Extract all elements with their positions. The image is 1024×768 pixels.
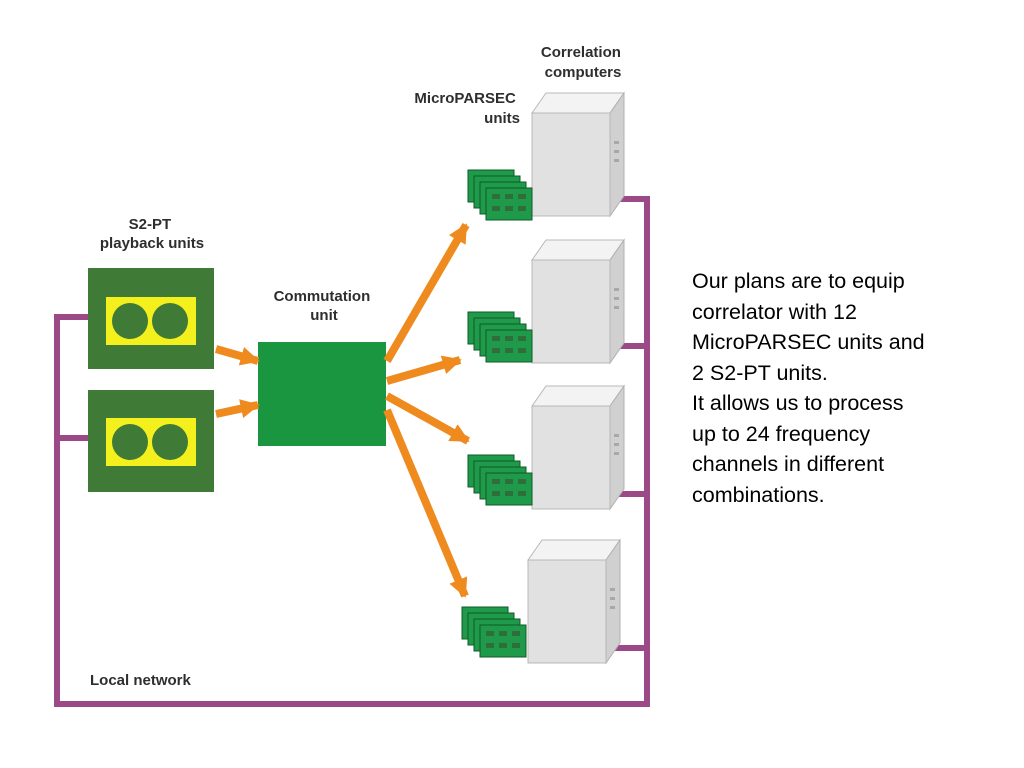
chip	[512, 643, 520, 648]
label-microparsec-units: MicroPARSEC units	[414, 90, 520, 127]
chip	[486, 631, 494, 636]
chip	[505, 479, 513, 484]
reel-left	[112, 424, 148, 460]
microparsec-board	[485, 329, 533, 363]
arrow-playback-1-to-commutation	[214, 345, 260, 366]
description-text: Our plans are to equip correlator with 12…	[692, 266, 1012, 510]
data-flow-arrows	[214, 222, 470, 598]
chip	[512, 631, 520, 636]
arrow-commutation-to-microparsec-4	[383, 408, 469, 598]
chip	[492, 336, 500, 341]
network-main-loop	[54, 196, 650, 707]
drive-slot	[614, 141, 619, 144]
microparsec-board	[479, 624, 527, 658]
microparsec-board-stack	[467, 311, 533, 363]
chip	[518, 194, 526, 199]
chip	[505, 336, 513, 341]
arrow-commutation-to-microparsec-1	[383, 222, 470, 364]
description-line: Our plans are to equip	[692, 269, 905, 293]
drive-slot	[614, 306, 619, 309]
chip	[492, 479, 500, 484]
label-correlation-computers: Correlation computers	[541, 44, 625, 81]
station-3	[467, 384, 625, 511]
chip	[505, 194, 513, 199]
station-1	[467, 91, 625, 221]
drive-slot	[614, 434, 619, 437]
commutation-unit	[258, 342, 386, 446]
description-line: up to 24 frequency	[692, 421, 871, 446]
chip	[492, 491, 500, 496]
microparsec-board	[485, 187, 533, 221]
microparsec-board-stack	[467, 169, 533, 221]
reel-right	[152, 303, 188, 339]
microparsec-board-stack	[461, 606, 527, 658]
chip	[499, 631, 507, 636]
label-local-network: Local network	[90, 672, 192, 689]
drive-slot	[614, 288, 619, 291]
arrow-commutation-to-microparsec-3	[385, 392, 470, 445]
description-line: combinations.	[692, 482, 825, 507]
chip	[499, 643, 507, 648]
chip	[492, 206, 500, 211]
arrow-commutation-to-microparsec-2	[385, 355, 462, 385]
drive-slot	[610, 606, 615, 609]
correlation-computer	[531, 384, 625, 511]
station-4	[461, 538, 621, 665]
chip	[505, 206, 513, 211]
drive-slot	[610, 597, 615, 600]
chip	[492, 348, 500, 353]
chip	[486, 643, 494, 648]
drive-slot	[610, 588, 615, 591]
correlation-computer	[531, 91, 625, 218]
chip	[518, 491, 526, 496]
description-line: MicroPARSEC units and	[692, 330, 925, 354]
chip	[492, 194, 500, 199]
drive-slot	[614, 150, 619, 153]
description-line: 2 S2-PT units.	[692, 360, 828, 385]
station-2	[467, 238, 625, 365]
microparsec-board-stack	[467, 454, 533, 506]
playback-unit-1	[88, 268, 214, 369]
reel-left	[112, 303, 148, 339]
correlation-computer	[531, 238, 625, 365]
chip	[505, 491, 513, 496]
label-s2pt-playback-units: S2-PT playback units	[100, 216, 204, 252]
playback-unit-2	[88, 390, 214, 492]
chip	[518, 336, 526, 341]
description-line: correlator with 12	[692, 299, 857, 324]
drive-slot	[614, 452, 619, 455]
chip	[505, 348, 513, 353]
description-line: channels in different	[692, 452, 885, 476]
reel-right	[152, 424, 188, 460]
drive-slot	[614, 297, 619, 300]
description-line: It allows us to process	[692, 391, 904, 415]
correlation-computer	[527, 538, 621, 665]
label-commutation-unit: Commutation unit	[274, 288, 375, 324]
drive-slot	[614, 159, 619, 162]
chip	[518, 206, 526, 211]
chip	[518, 348, 526, 353]
correlation-stations	[461, 91, 625, 665]
microparsec-board	[485, 472, 533, 506]
drive-slot	[614, 443, 619, 446]
chip	[518, 479, 526, 484]
arrow-playback-2-to-commutation	[215, 399, 260, 419]
